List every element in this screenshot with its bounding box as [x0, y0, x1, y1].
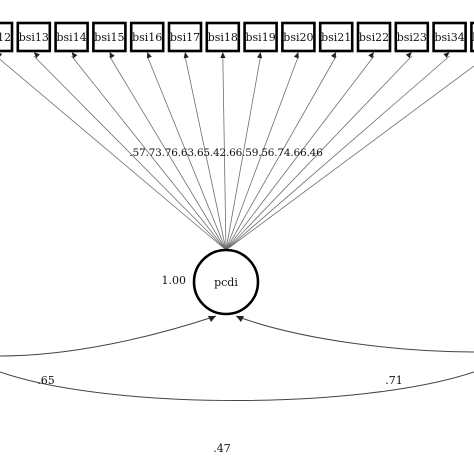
indicator-label: bsi23 — [397, 31, 427, 44]
indicator-label: bsi34 — [434, 31, 464, 44]
indicator-label: bsi16 — [132, 31, 162, 44]
indicator-label: bsi21 — [321, 31, 351, 44]
arrow-head-bsi15 — [109, 52, 115, 59]
indicator-label: bsi12 — [0, 31, 11, 44]
loading-coefficients: .57.73.76.63.65.42.66.59.56.74.66.46 — [129, 147, 323, 159]
latent-factor-circle — [192, 248, 260, 316]
arrow-head-right — [236, 316, 244, 322]
arrow-head-bsi18 — [220, 52, 226, 59]
loading-path-bsi22 — [225, 55, 375, 251]
indicator-box — [205, 21, 241, 53]
indicator-label: bsi18 — [208, 31, 238, 44]
indicator-box — [92, 21, 127, 53]
loading-path-bsi14 — [71, 55, 227, 251]
indicator-box — [129, 21, 165, 53]
indicator-label: bsi14 — [56, 31, 86, 44]
indicator-box — [281, 21, 316, 53]
indicator-bsi22: bsi22 — [356, 21, 392, 53]
correlation-arc-right — [235, 315, 474, 353]
arrow-head-bsi21 — [330, 52, 337, 59]
loading-path-bsi19 — [225, 55, 261, 251]
indicator-bsi19: bsi19 — [243, 21, 278, 53]
indicator-box — [243, 21, 278, 53]
arrow-head-bsi14 — [71, 52, 78, 59]
loading-path-bsi34 — [225, 55, 450, 251]
loading-path-bsi12 — [0, 58, 227, 251]
indicator-bsi15: bsi15 — [92, 21, 127, 53]
arrow-head-left — [208, 316, 216, 322]
loading-paths — [0, 52, 474, 251]
arrow-head-bsi22 — [368, 52, 374, 59]
indicator-box — [167, 21, 203, 53]
indicator-label: bsi17 — [170, 31, 200, 44]
arrow-head-bsi12 — [0, 53, 3, 57]
indicator-label: bsi19 — [245, 31, 275, 44]
loading-path-bsi20 — [225, 55, 299, 251]
correlation-label-bottom: .47 — [213, 442, 231, 455]
correlation-label-right: .71 — [385, 374, 403, 387]
indicator-box — [470, 21, 474, 53]
loading-path-bsi18 — [222, 55, 227, 251]
indicator-bsi17: bsi17 — [167, 21, 203, 53]
arrow-head-bsi19 — [256, 52, 263, 59]
indicator-bsi34: bsi34 — [432, 21, 467, 53]
indicator-label: bsi35 — [472, 31, 474, 44]
indicator-bsi12: bsi12 — [0, 21, 14, 53]
arrow-head-bsi13 — [33, 52, 40, 59]
correlation-arc-left — [0, 315, 217, 357]
loading-path-bsi35 — [225, 65, 474, 251]
arrow-head-bsi16 — [147, 52, 152, 59]
indicator-bsi23: bsi23 — [394, 21, 430, 53]
arrow-head-bsi20 — [293, 52, 299, 59]
indicator-box — [394, 21, 430, 53]
loading-path-bsi15 — [109, 55, 227, 251]
loading-path-bsi16 — [146, 55, 227, 251]
indicator-bsi18: bsi18 — [205, 21, 241, 53]
loading-path-bsi17 — [184, 55, 227, 251]
indicator-box — [0, 21, 14, 53]
indicator-bsi14: bsi14 — [54, 21, 89, 53]
indicator-box — [54, 21, 89, 53]
indicator-box — [318, 21, 354, 53]
loading-path-bsi23 — [225, 55, 413, 251]
arrow-head-bsi34 — [443, 52, 450, 58]
indicator-box — [356, 21, 392, 53]
indicator-label: bsi20 — [283, 31, 313, 44]
indicator-bsi35: bsi35 — [470, 21, 474, 53]
indicator-box — [16, 21, 52, 53]
arrow-head-bsi17 — [183, 52, 189, 59]
latent-factor-label: pcdi — [214, 276, 238, 289]
indicator-bsi21: bsi21 — [318, 21, 354, 53]
correlation-arc-bottom — [0, 371, 474, 401]
latent-variance-label: 1.00 — [162, 274, 187, 287]
correlation-label-left: .65 — [37, 374, 55, 387]
indicator-label: bsi22 — [359, 31, 389, 44]
loading-path-bsi21 — [225, 55, 337, 251]
indicator-boxes: bsi12 bsi13 bsi14 bsi15 bsi16 bsi17 bsi18 bsi19… — [0, 21, 474, 53]
indicator-bsi13: bsi13 — [16, 21, 52, 53]
indicator-bsi16: bsi16 — [129, 21, 165, 53]
loading-path-bsi13 — [33, 55, 227, 251]
indicator-label: bsi15 — [94, 31, 124, 44]
indicator-label: bsi13 — [19, 31, 49, 44]
indicator-box — [432, 21, 467, 53]
arrow-head-bsi23 — [405, 52, 412, 59]
indicator-bsi20: bsi20 — [281, 21, 316, 53]
